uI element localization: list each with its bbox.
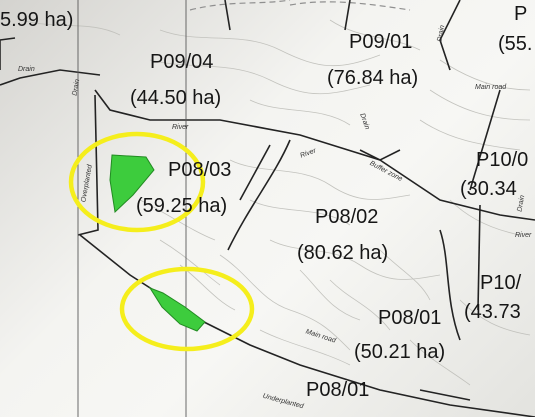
planted-area-upper [109, 154, 155, 214]
parcel-area-p09-04: (44.50 ha) [130, 87, 222, 109]
parcel-code-p10: P10/ [480, 272, 522, 294]
parcel-area-p09-01: (76.84 ha) [327, 67, 419, 89]
highlight-circle-upper [68, 131, 206, 233]
parcel-area-cut-left: 5.99 ha) [0, 9, 74, 31]
planted-area-lower [148, 286, 206, 332]
river-label: River [172, 124, 189, 131]
parcel-area-p10-0: (30.34 [460, 178, 517, 200]
parcel-code-p08-01: P08/01 [378, 307, 442, 329]
parcel-code-p08-02: P08/02 [315, 206, 379, 228]
parcel-code-p09-01: P09/01 [349, 31, 413, 53]
parcel-code-p08-03: P08/03 [168, 159, 232, 181]
parcel-area-p08-03: (59.25 ha) [136, 195, 228, 217]
parcel-code-p10-0: P10/0 [476, 149, 529, 171]
parcel-area-cut-top-right: (55. [498, 33, 533, 55]
highlight-circle-lower [119, 266, 255, 352]
river-label: River [515, 232, 532, 239]
parcel-code-p08-01-lower: P08/01 [306, 379, 370, 401]
dashed-tracks [189, 0, 411, 11]
parcel-area-p08-02: (80.62 ha) [297, 242, 389, 264]
main-road-label: Main road [475, 84, 507, 91]
drain-label: Drain [18, 66, 35, 73]
parcel-area-p10: (43.73 [464, 301, 521, 323]
parcel-code-p09-04: P09/04 [150, 51, 214, 73]
parcel-area-p08-01: (50.21 ha) [354, 341, 446, 363]
parcel-label-cut-top-right: P [514, 3, 528, 25]
